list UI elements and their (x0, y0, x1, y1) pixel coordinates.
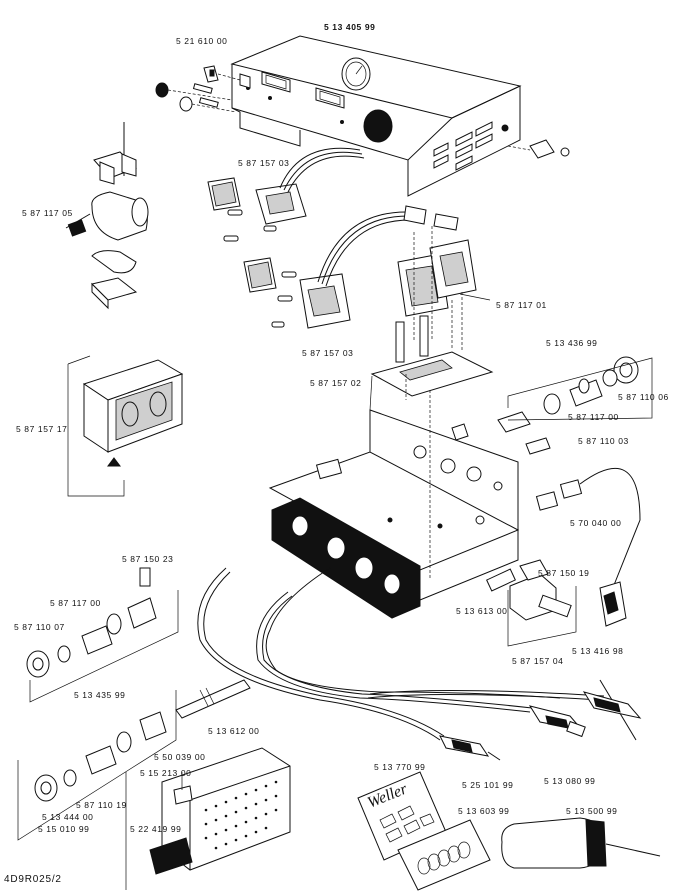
label-valve-bracket: 5 87 150 19 (538, 568, 590, 578)
label-fuse-holder: 5 87 150 23 (122, 554, 174, 564)
desoldering-tool (256, 591, 586, 738)
label-power-switch: 5 21 610 00 (176, 36, 228, 46)
label-soldering-iron: 5 25 101 99 (462, 780, 514, 790)
control-knobs (155, 82, 237, 113)
manual-booklet: Weller (357, 771, 447, 861)
label-hose-fitting: 5 13 612 00 (208, 726, 260, 736)
tip-assembly-left (26, 567, 179, 703)
label-valve-nozzle: 5 13 416 98 (572, 646, 624, 656)
label-nut-small: 5 87 110 19 (76, 800, 127, 810)
label-transformer: 5 87 157 17 (16, 424, 68, 434)
connector-board (397, 226, 491, 350)
document-code: 4D9R025/2 (4, 874, 62, 885)
hose-fitting (175, 679, 251, 719)
tip-assembly-right (507, 356, 653, 421)
label-sleeve-left: 5 87 117 00 (50, 598, 101, 608)
label-tool-kit: 5 15 010 99 (38, 824, 90, 834)
control-board-upper (207, 147, 365, 242)
solenoid-valve (486, 559, 577, 647)
front-panel (271, 497, 421, 619)
label-power-inlet: 5 70 040 00 (570, 518, 622, 528)
control-board-lower (243, 205, 459, 329)
label-holder-clip: 5 15 213 00 (140, 768, 192, 778)
transformer (82, 359, 184, 467)
label-heater-element: 5 87 117 05 (22, 208, 73, 218)
label-handpiece: 5 13 500 99 (566, 806, 618, 816)
jack-socket (315, 411, 551, 480)
power-inlet (535, 467, 641, 627)
label-control-board-lower: 5 87 157 03 (302, 348, 354, 358)
label-holder-cage: 5 50 039 00 (154, 752, 206, 762)
label-desoldering-tool: 5 13 080 99 (544, 776, 596, 786)
holder-stand (149, 747, 291, 875)
soldering-iron (197, 567, 501, 761)
label-solenoid-valve: 5 87 157 04 (512, 656, 564, 666)
label-station-housing: 5 13 405 99 (324, 22, 376, 32)
label-control-board-upper: 5 87 157 03 (238, 158, 290, 168)
tip-set (397, 819, 491, 891)
label-holder-stand: 5 22 419 99 (130, 824, 182, 834)
station-housing (230, 35, 570, 197)
label-manual-booklet: 5 13 770 99 (374, 762, 426, 772)
label-sleeve-right: 5 87 117 00 (568, 412, 619, 422)
label-tip-assembly-kit-right: 5 13 436 99 (546, 338, 598, 348)
label-main-board: 5 87 157 02 (310, 378, 362, 388)
label-tip-set: 5 13 603 99 (458, 806, 510, 816)
handpiece (501, 817, 661, 869)
tip-assembly-lower (17, 690, 177, 841)
power-switch (203, 65, 241, 83)
label-connector-board: 5 87 117 01 (496, 300, 547, 310)
label-nut-left: 5 87 110 07 (14, 622, 65, 632)
label-tip-assembly-kit-left: 5 13 435 99 (74, 690, 126, 700)
label-filter-valve: 5 13 613 00 (456, 606, 508, 616)
heater-element (65, 122, 149, 310)
hot-air-pencil (265, 567, 642, 741)
label-washer-set: 5 13 444 00 (42, 812, 94, 822)
label-nut-right: 5 87 110 06 (618, 392, 669, 402)
main-board (370, 315, 494, 580)
label-jack-socket: 5 87 110 03 (578, 436, 629, 446)
